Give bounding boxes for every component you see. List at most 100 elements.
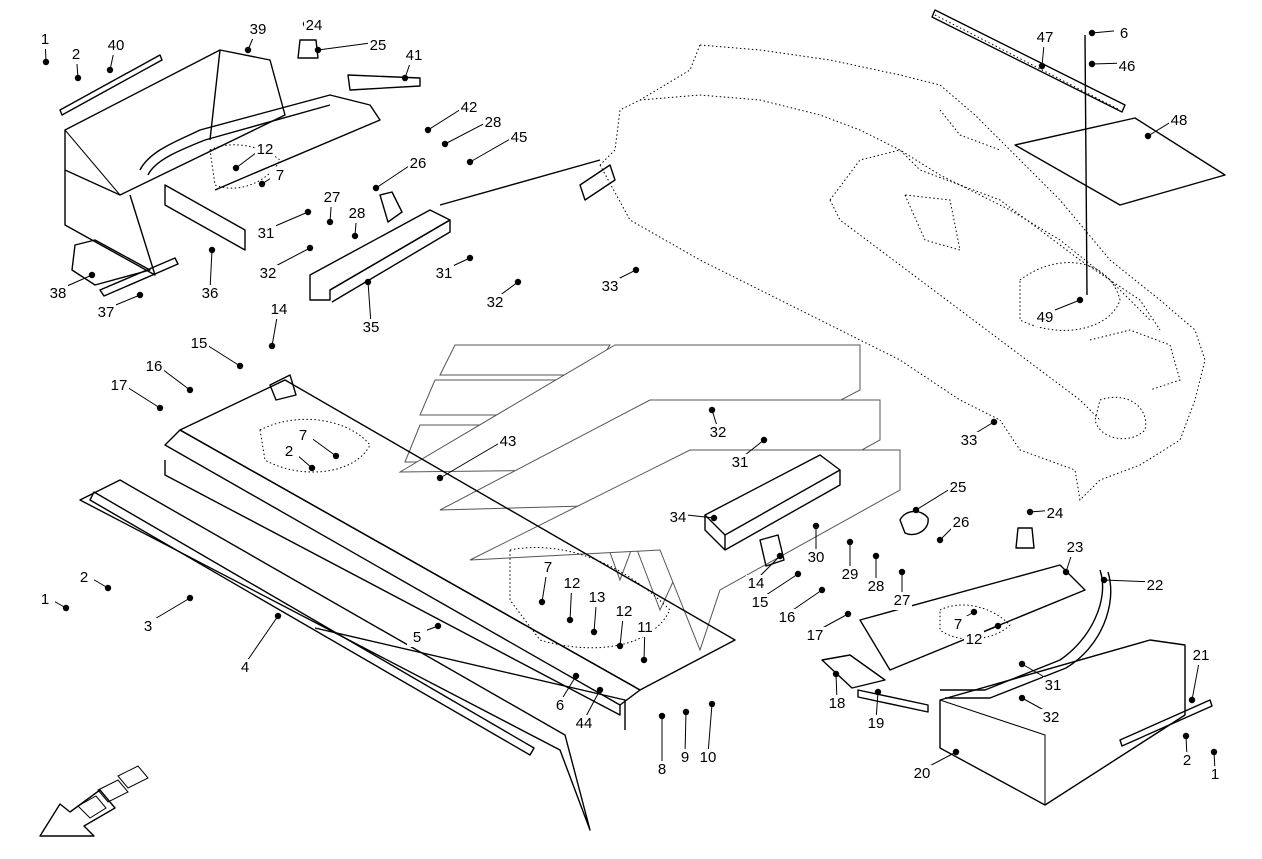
callout-backdrop [635, 619, 655, 637]
callout-backdrop [538, 559, 558, 577]
callout-26: 26 [936, 514, 971, 544]
part-marker [136, 291, 144, 299]
part-marker [236, 362, 244, 370]
callout-backdrop [248, 21, 268, 39]
callout-number: 8 [658, 761, 666, 778]
leader-line [684, 711, 687, 755]
callout-13: 13 [587, 589, 607, 636]
part-marker [106, 66, 114, 74]
part-marker [1018, 660, 1026, 668]
part-marker [436, 474, 444, 482]
wear-strip-3 [79, 479, 626, 831]
part-marker [186, 594, 194, 602]
callout-backdrop [1043, 677, 1063, 695]
callout-backdrop [407, 629, 427, 647]
part-marker [332, 452, 340, 460]
callout-number: 5 [413, 629, 421, 646]
callout-1: 1 [1205, 748, 1225, 784]
callout-number: 39 [250, 21, 267, 38]
callout-number: 12 [966, 631, 983, 648]
callout-2: 2 [74, 569, 112, 592]
callout-number: 13 [589, 589, 606, 606]
callout-number: 33 [961, 432, 978, 449]
part-marker [952, 748, 960, 756]
callout-33: 33 [600, 266, 640, 296]
callout-backdrop [951, 514, 971, 532]
callout-backdrop [404, 47, 424, 65]
callout-number: 44 [576, 715, 593, 732]
callout-12: 12 [562, 575, 582, 624]
part-marker [658, 712, 666, 720]
callout-24: 24 [1026, 505, 1065, 523]
callout-28: 28 [347, 205, 367, 240]
part-marker [244, 46, 252, 54]
callout-number: 27 [324, 189, 341, 206]
callout-12: 12 [232, 141, 275, 172]
callout-number: 1 [41, 591, 49, 608]
callout-1: 1 [35, 31, 55, 66]
callout-backdrop [270, 167, 290, 185]
callout-12: 12 [964, 622, 1002, 649]
callout-27: 27 [322, 189, 342, 226]
part-marker [846, 538, 854, 546]
part-marker [572, 672, 580, 680]
part-marker [364, 278, 372, 286]
callout-number: 24 [306, 17, 323, 34]
callout-14: 14 [746, 552, 784, 593]
callout-number: 24 [1047, 505, 1064, 522]
callout-backdrop [106, 37, 126, 55]
part-marker [640, 656, 648, 664]
callout-3: 3 [138, 594, 194, 636]
callout-backdrop [1041, 709, 1061, 727]
callout-6: 6 [550, 672, 580, 715]
part-marker [1088, 29, 1096, 37]
callout-number: 37 [98, 304, 115, 321]
bottom-right-shield-assembly [821, 564, 1213, 806]
part-marker [74, 74, 82, 82]
callout-backdrop [1045, 505, 1065, 523]
callout-backdrop [600, 278, 620, 296]
part-marker [898, 568, 906, 576]
callout-backdrop [269, 301, 289, 319]
callout-number: 42 [461, 99, 478, 116]
callout-35: 35 [361, 278, 381, 337]
callout-number: 48 [1171, 112, 1188, 129]
machine-body-outline [599, 14, 1206, 502]
callout-number: 34 [670, 509, 687, 526]
part-marker [42, 58, 50, 66]
callout-backdrop [1169, 112, 1189, 130]
callout-number: 14 [271, 301, 288, 318]
part-marker [304, 208, 312, 216]
callout-number: 4 [241, 659, 249, 676]
callout-number: 23 [1067, 539, 1084, 556]
part-marker [1210, 748, 1218, 756]
callout-number: 16 [779, 609, 796, 626]
callout-backdrop [361, 319, 381, 337]
callout-backdrop [96, 304, 116, 322]
callout-backdrop [459, 99, 479, 117]
part-marker [832, 670, 840, 678]
callout-backdrop [189, 335, 209, 353]
callout-42: 42 [424, 99, 479, 134]
part-marker [326, 218, 334, 226]
callout-backdrop [805, 627, 825, 645]
callout-backdrop [200, 285, 220, 303]
part-marker [514, 278, 522, 286]
callout-30: 30 [806, 522, 826, 567]
part-marker [776, 552, 784, 560]
callout-number: 31 [732, 454, 749, 471]
callout-20: 20 [912, 748, 960, 783]
callout-49: 49 [1035, 296, 1084, 327]
part-marker [1038, 62, 1046, 70]
callout-backdrop [668, 509, 688, 527]
callout-number: 6 [556, 697, 564, 714]
callout-28: 28 [866, 552, 886, 596]
direction-arrow [39, 765, 149, 837]
callout-backdrop [948, 479, 968, 497]
part-marker [274, 612, 282, 620]
part-marker [88, 271, 96, 279]
callout-number: 15 [752, 594, 769, 611]
callout-39: 39 [244, 21, 268, 54]
